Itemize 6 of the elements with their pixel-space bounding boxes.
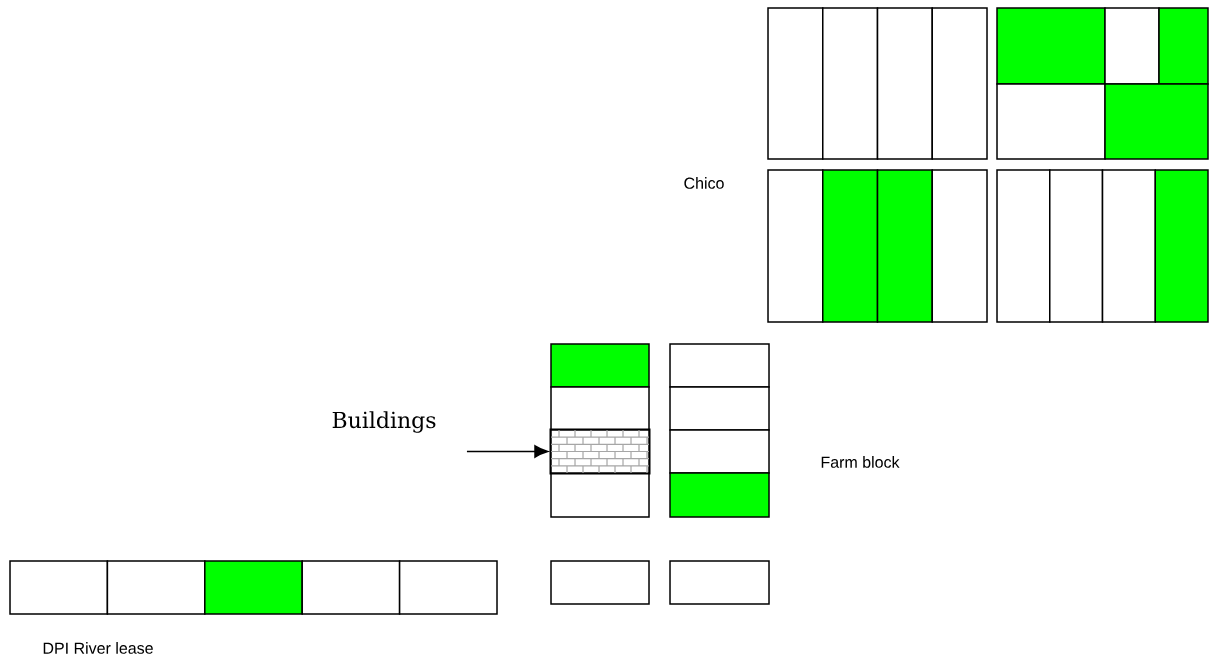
arrow — [466, 445, 549, 458]
area-label: Farm block — [821, 456, 900, 468]
node-label: Buildings — [332, 411, 436, 433]
area-label: Chico — [684, 177, 724, 189]
area-label: DPI River lease — [43, 642, 153, 654]
building-area — [549, 428, 651, 475]
